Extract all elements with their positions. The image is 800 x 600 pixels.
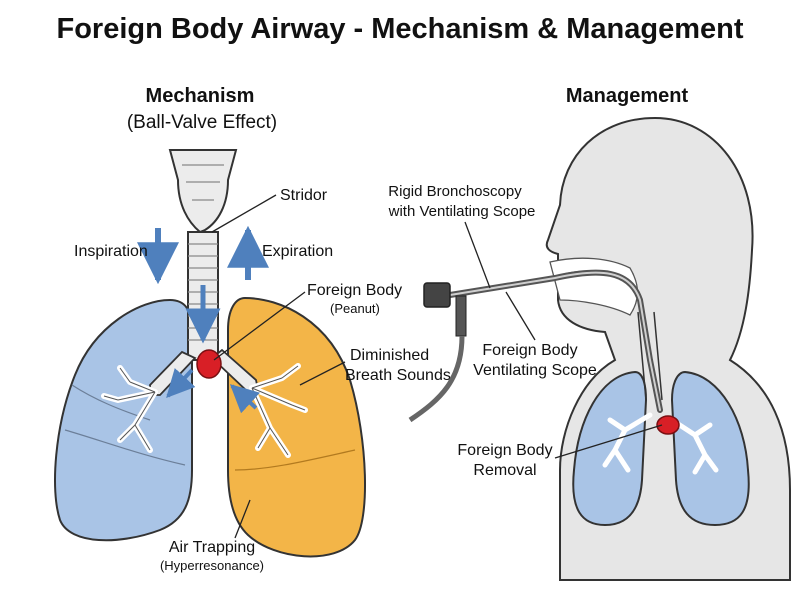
right-bronchial-tree-outline — [251, 365, 306, 456]
removal-label-line2: Removal — [473, 462, 536, 479]
left-bronchus-flow-arrow — [166, 367, 196, 399]
normal-left-lung — [54, 298, 193, 542]
extracted-foreign-body — [656, 415, 680, 435]
diminished-label-line1: Diminished — [350, 347, 429, 364]
hyperinflated-right-lung — [227, 296, 367, 558]
rigid-bronchoscopy-label-line2: with Ventilating Scope — [388, 203, 536, 220]
stridor-leader — [211, 194, 277, 233]
mechanism-subheading: (Ball-Valve Effect) — [127, 112, 277, 133]
stridor-label: Stridor — [280, 187, 328, 204]
patient-left-bronchi — [602, 412, 653, 473]
diminished-leader — [299, 361, 346, 386]
page-title: Foreign Body Airway - Mechanism & Manage… — [57, 13, 744, 45]
management-heading: Management — [566, 85, 689, 107]
larynx — [168, 149, 238, 234]
foreign-body-peanut — [196, 349, 222, 379]
removal-label-line1: Foreign Body — [457, 442, 552, 459]
left-bronchial-tree-outline — [103, 367, 156, 451]
ventilating-scope-tube-highlight — [449, 271, 661, 411]
patient-trachea — [637, 311, 663, 401]
patient-right-lung — [670, 370, 750, 527]
air-trapping-leader — [234, 499, 251, 539]
right-lung-fissure — [234, 449, 356, 471]
air-trapping-label: Air Trapping — [169, 539, 255, 556]
foreign-body-leader — [213, 291, 306, 361]
diminished-label-line2: Breath Sounds — [345, 367, 451, 384]
air-trapping-sublabel: (Hyperresonance) — [160, 558, 264, 573]
patient-right-bronchi — [669, 417, 719, 475]
rigid-bronchoscopy-label-line1: Rigid Bronchoscopy — [388, 183, 522, 200]
foreign-body-sublabel: (Peanut) — [330, 301, 380, 316]
inspiration-label: Inspiration — [74, 243, 148, 260]
bronchoscope-eyepiece — [423, 282, 451, 308]
scope-leader — [505, 291, 536, 341]
larynx-detail — [182, 164, 224, 201]
mechanism-panel: Mechanism (Ball-Valve Effect) — [54, 85, 451, 573]
foreign-body-scope-label-line2: Ventilating Scope — [473, 362, 597, 379]
management-panel: Management Rigid Bronchoscopy with Venti… — [388, 85, 791, 581]
bronchoscope-handle — [455, 295, 467, 337]
trapped-air-arrow — [229, 384, 261, 414]
foreign-body-scope-label-line1: Foreign Body — [482, 342, 577, 359]
mechanism-heading: Mechanism — [146, 85, 255, 107]
expiration-label: Expiration — [262, 243, 333, 260]
foreign-body-label: Foreign Body — [307, 282, 402, 299]
rigid-bronchoscopy-leader — [464, 221, 491, 289]
removal-leader — [554, 424, 663, 459]
bronchoscope-cable — [408, 335, 465, 423]
